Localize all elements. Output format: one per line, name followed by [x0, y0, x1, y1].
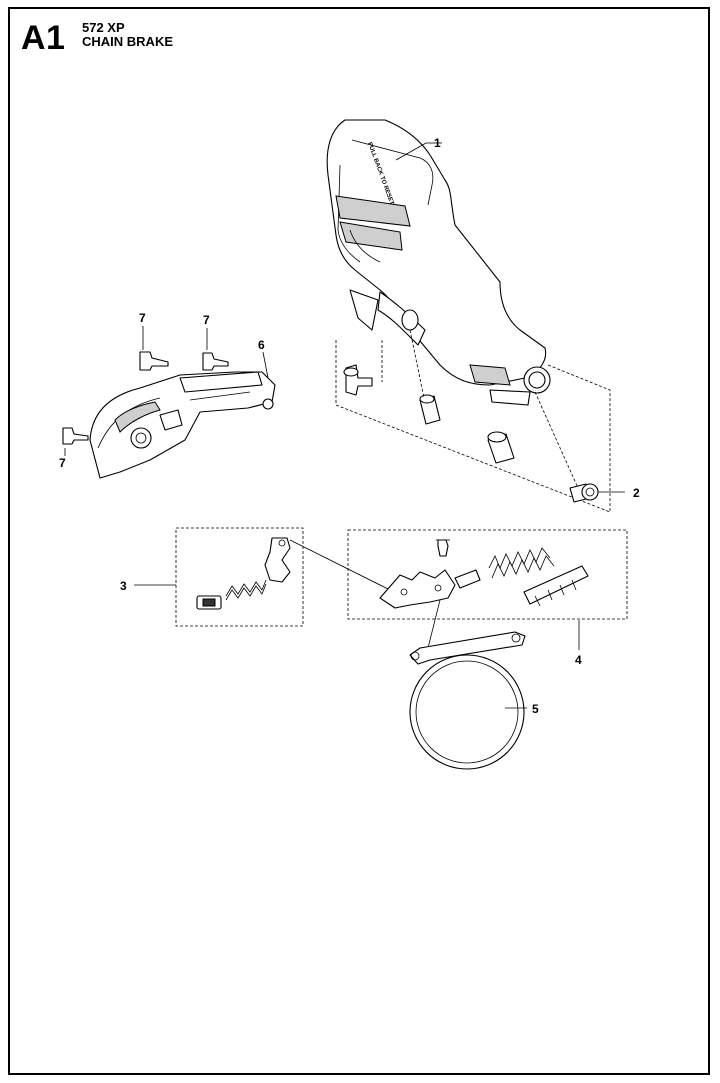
part-7-screw-right[interactable]	[202, 352, 229, 371]
section-title: CHAIN BRAKE	[82, 34, 173, 49]
callout-7-mid: 7	[139, 311, 146, 325]
part-4-brake-mechanism[interactable]	[379, 539, 589, 609]
part-7-screw-mid[interactable]	[139, 351, 169, 371]
callout-4: 4	[575, 653, 582, 667]
section-code: A1	[21, 19, 66, 57]
callout-3: 3	[120, 579, 127, 593]
callout-5: 5	[532, 702, 539, 716]
callout-1: 1	[434, 136, 441, 150]
callout-6: 6	[258, 338, 265, 352]
part-7-screw-left[interactable]	[62, 427, 89, 445]
part-4-group-box	[347, 529, 628, 620]
callout-7-right: 7	[203, 313, 210, 327]
part-2-bushings-and-bolt[interactable]	[343, 364, 599, 503]
part-5-brake-band[interactable]	[409, 631, 526, 770]
part-6-brake-cover[interactable]	[89, 371, 276, 479]
page-frame	[8, 7, 710, 1075]
part-1-hand-guard[interactable]: PULL BACK TO RESET	[326, 119, 551, 406]
model-label: 572 XP	[82, 20, 125, 35]
callout-7-left: 7	[59, 456, 66, 470]
part-3-group-box	[175, 527, 304, 627]
callout-2: 2	[633, 486, 640, 500]
part-3-lever-spring-plunger[interactable]	[196, 537, 291, 610]
